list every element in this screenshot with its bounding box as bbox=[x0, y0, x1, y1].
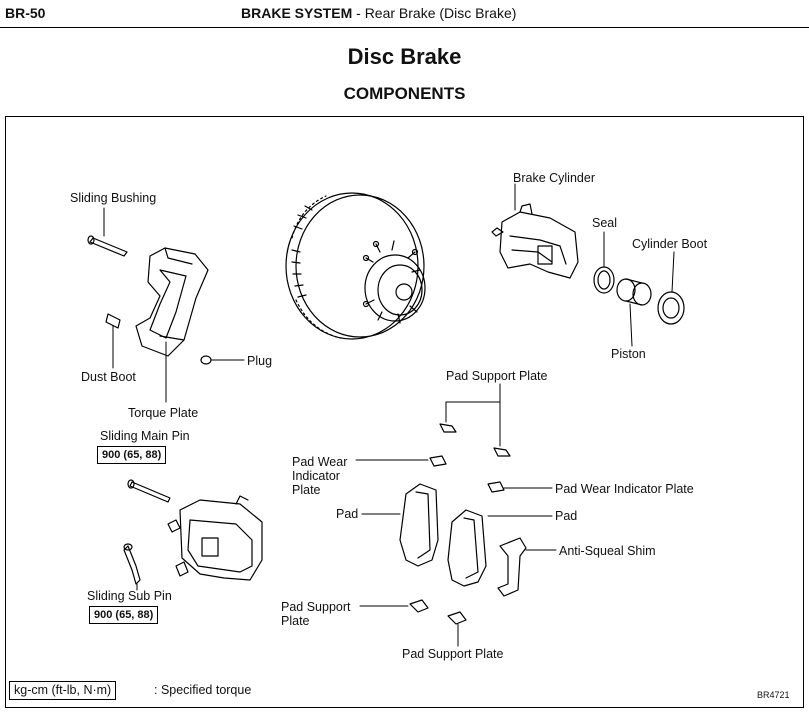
torque-spec-main-pin: 900 (65, 88) bbox=[97, 446, 167, 464]
page-title: Disc Brake bbox=[347, 44, 462, 69]
pad-support-plate-top bbox=[439, 383, 511, 457]
diagram-frame bbox=[5, 116, 804, 708]
label-pad-support-plate-bottom: Pad Support Plate bbox=[402, 647, 504, 661]
header-title: BRAKE SYSTEM - Rear Brake (Disc Brake) bbox=[241, 5, 516, 21]
label-line: Pad Wear bbox=[292, 455, 348, 469]
label-seal: Seal bbox=[592, 216, 618, 230]
sliding-main-pin bbox=[127, 479, 171, 503]
anti-squeal-shim bbox=[497, 537, 557, 597]
section-title: COMPONENTS bbox=[343, 84, 466, 103]
label-brake-cylinder: Brake Cylinder bbox=[513, 171, 595, 185]
header-separator: - bbox=[356, 5, 361, 21]
dust-boot bbox=[105, 313, 121, 369]
label-line: Indicator bbox=[292, 469, 340, 483]
figure-code: BR4721 bbox=[757, 690, 790, 700]
disc-rotor bbox=[285, 192, 426, 340]
label-pad-wear-indicator-plate-right: Pad Wear Indicator Plate bbox=[555, 482, 694, 496]
torque-plate bbox=[135, 247, 209, 403]
legend-units-box: kg-cm (ft-lb, N·m) bbox=[9, 681, 117, 700]
label-line: Plate bbox=[281, 614, 310, 628]
piston-seal bbox=[593, 231, 615, 294]
label-sliding-main-pin: Sliding Main Pin bbox=[100, 429, 190, 443]
sliding-bushing bbox=[87, 207, 128, 257]
label-pad-wear-indicator-plate-left: Pad Wear Indicator Plate bbox=[292, 455, 347, 497]
label-dust-boot: Dust Boot bbox=[81, 370, 136, 384]
header-subsystem: Rear Brake (Disc Brake) bbox=[364, 5, 517, 21]
header-system: BRAKE SYSTEM bbox=[241, 5, 353, 21]
label-torque-plate: Torque Plate bbox=[128, 406, 199, 420]
pad-support-plate-bottom bbox=[359, 599, 467, 647]
label-line: Pad Support bbox=[281, 600, 351, 614]
plug bbox=[200, 355, 245, 365]
label-pad-support-plate-left: Pad Support Plate bbox=[281, 600, 351, 628]
sliding-sub-pin bbox=[123, 543, 141, 591]
label-piston: Piston bbox=[611, 347, 646, 361]
torque-spec-sub-pin: 900 (65, 88) bbox=[89, 606, 159, 624]
header-rule bbox=[0, 27, 809, 28]
label-pad-support-plate-top: Pad Support Plate bbox=[446, 369, 548, 383]
label-sliding-sub-pin: Sliding Sub Pin bbox=[87, 589, 172, 603]
label-pad-left: Pad bbox=[336, 507, 359, 521]
caliper-assembly bbox=[167, 495, 263, 581]
label-plug: Plug bbox=[247, 354, 273, 368]
label-line: Plate bbox=[292, 483, 321, 497]
label-anti-squeal-shim: Anti-Squeal Shim bbox=[559, 544, 656, 558]
pad-wear-indicator-plates bbox=[355, 455, 553, 493]
label-cylinder-boot: Cylinder Boot bbox=[632, 237, 708, 251]
legend-description: : Specified torque bbox=[154, 683, 252, 697]
label-pad-right: Pad bbox=[555, 509, 578, 523]
brake-cylinder bbox=[491, 183, 579, 279]
page-number: BR-50 bbox=[5, 5, 46, 21]
cylinder-boot bbox=[657, 251, 685, 325]
piston bbox=[616, 278, 652, 347]
label-sliding-bushing: Sliding Bushing bbox=[70, 191, 157, 205]
brake-pads bbox=[361, 483, 553, 587]
